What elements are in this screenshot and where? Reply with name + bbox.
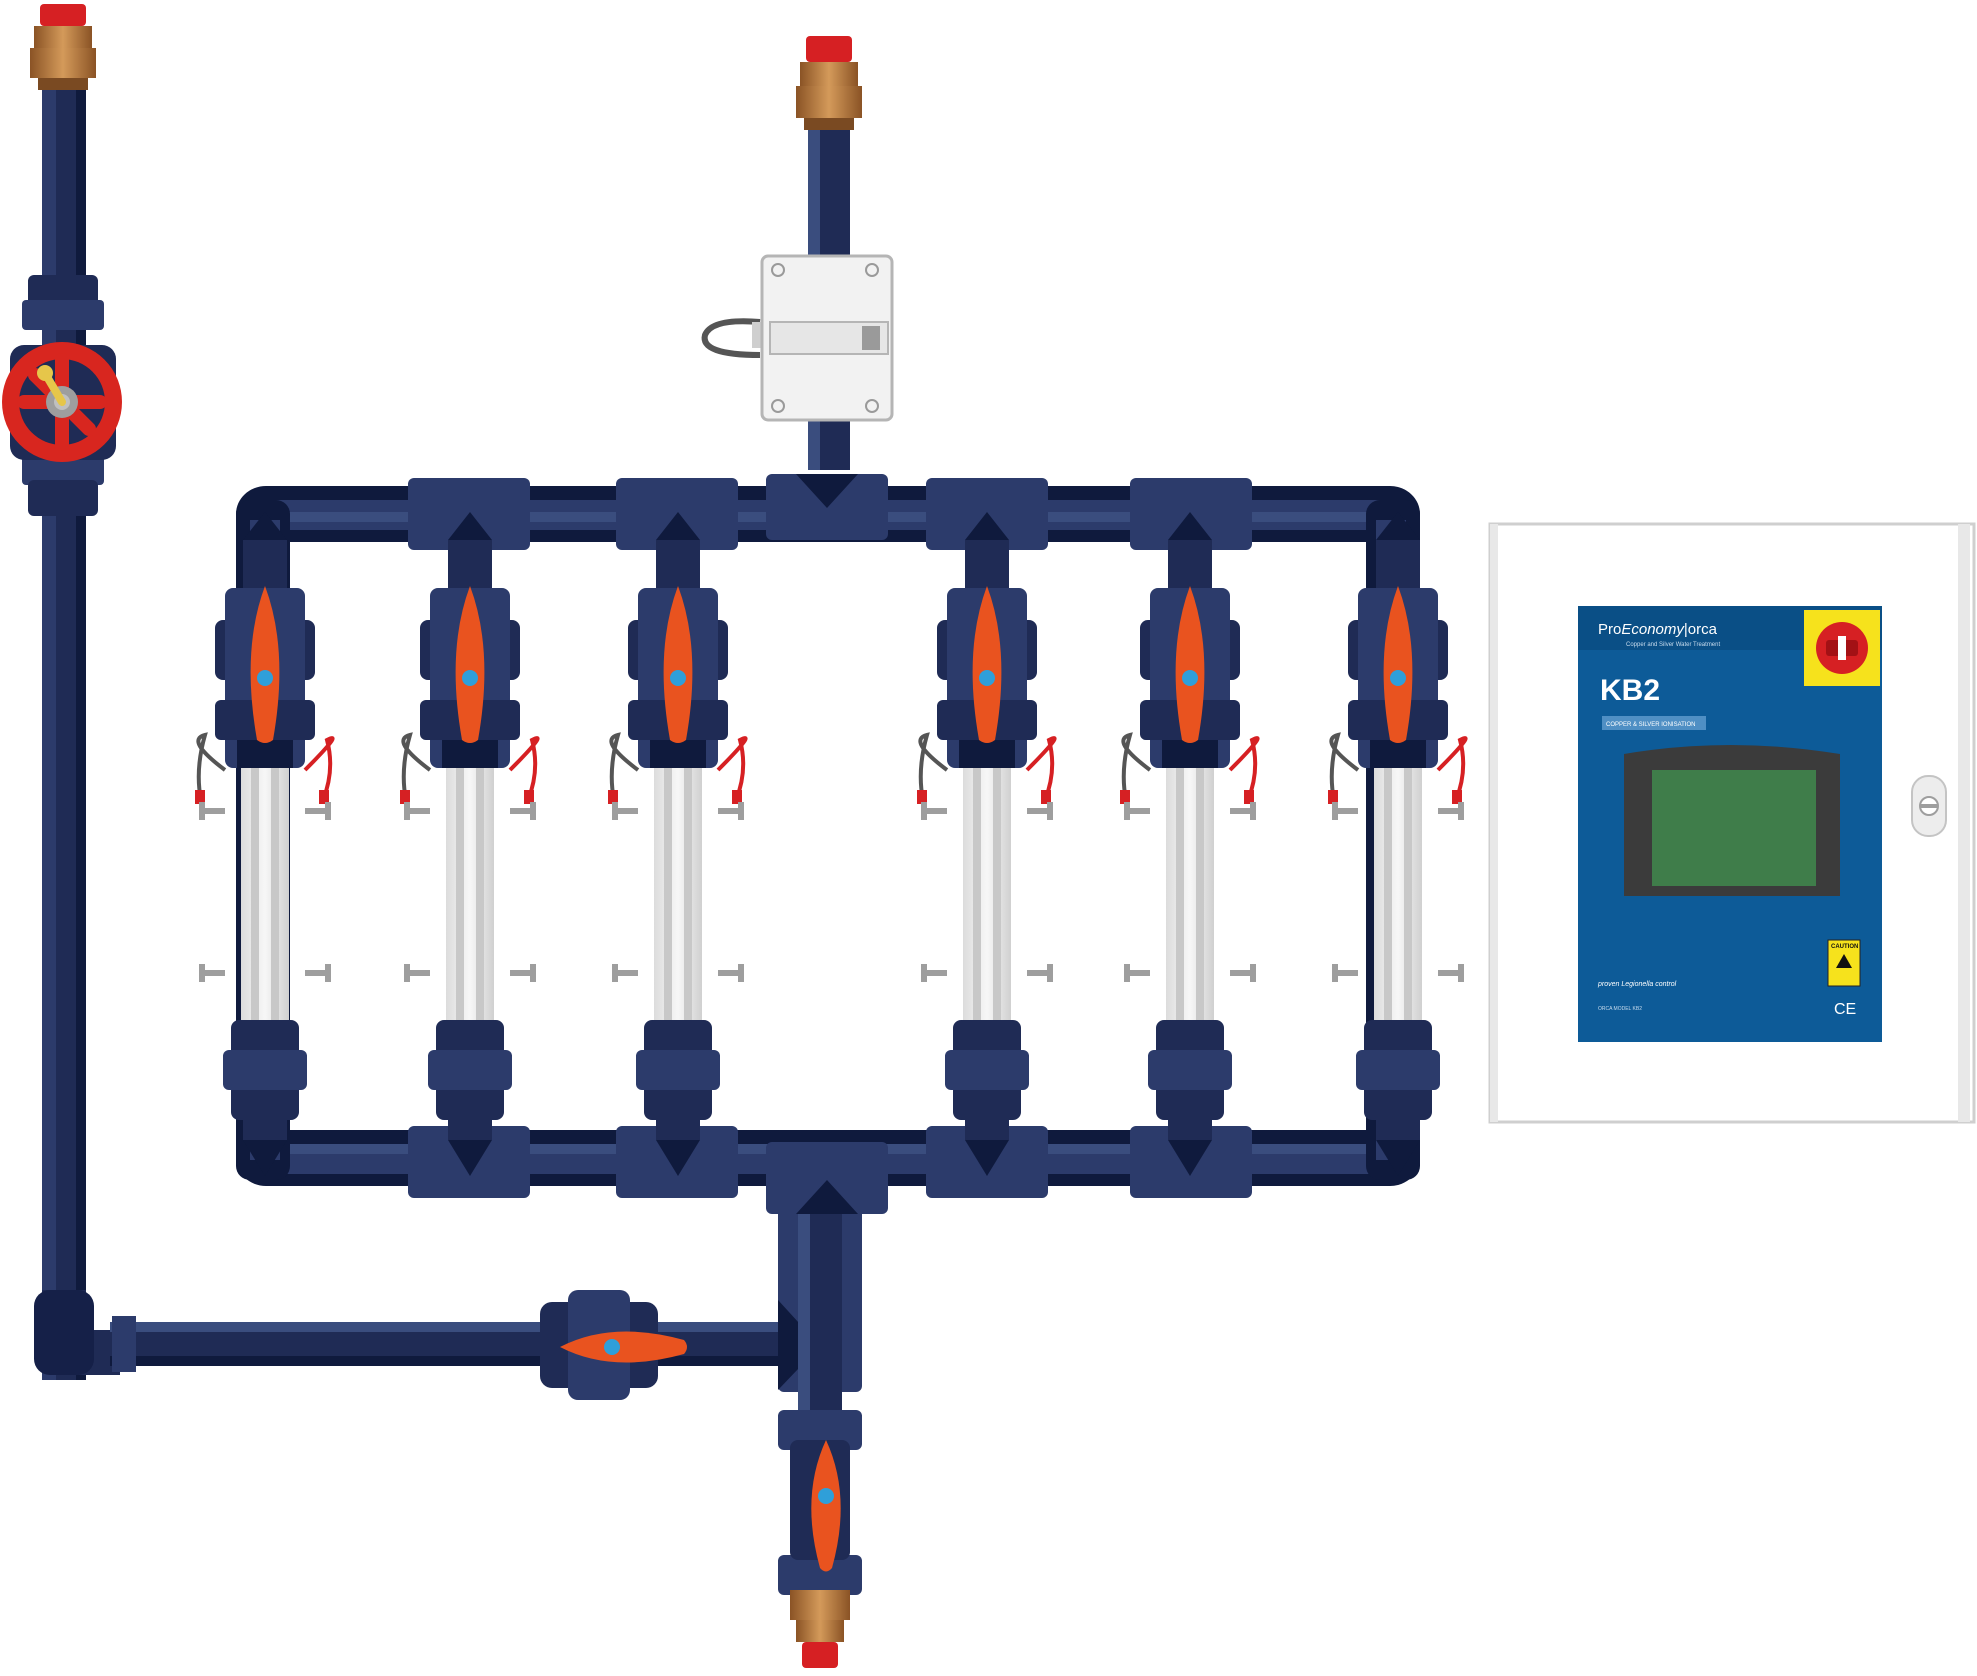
- cable: [1228, 736, 1260, 801]
- cable: [609, 732, 640, 801]
- tagline: COPPER & SILVER IONISATION: [1606, 722, 1695, 728]
- cable: [716, 736, 748, 801]
- cable: [508, 736, 540, 801]
- cable: [918, 732, 949, 801]
- ball-valve-icon[interactable]: [1383, 586, 1413, 743]
- cell-assembly: [608, 512, 748, 1176]
- ball-valve-icon[interactable]: [250, 586, 280, 743]
- cable: [401, 732, 432, 801]
- cell-tube: [654, 768, 702, 1020]
- cell-tube: [1166, 768, 1214, 1020]
- cell-tube: [1374, 768, 1422, 1020]
- cell-assembly: [1328, 512, 1468, 1176]
- gate-valve-wheel-icon[interactable]: [2, 342, 122, 462]
- ball-valve-icon[interactable]: [972, 586, 1002, 743]
- bottom-script: proven Legionella control: [1597, 981, 1677, 988]
- flow-switch-icon: [701, 254, 894, 422]
- cell-tube: [963, 768, 1011, 1020]
- ionisation-cells: [195, 512, 1468, 1176]
- cable: [1025, 736, 1057, 801]
- cell-tube: [446, 768, 494, 1020]
- ball-valve-icon[interactable]: [790, 1440, 850, 1572]
- lock-icon[interactable]: [1911, 775, 1947, 837]
- cell-assembly: [917, 512, 1057, 1176]
- left-riser-pipe: [22, 4, 104, 1380]
- tee-shading: [796, 474, 858, 1214]
- red-cap: [40, 4, 86, 26]
- brand-subtitle: Copper and Silver Water Treatment: [1626, 642, 1720, 648]
- model-name: KB2: [1600, 674, 1660, 707]
- ball-valve-icon[interactable]: [540, 1290, 687, 1400]
- outlet-drop-pipe: [778, 1192, 862, 1668]
- cable: [1436, 736, 1468, 801]
- control-cabinet: ProEconomy|orca Copper and Silver Water …: [1488, 522, 1976, 1124]
- cell-assembly: [195, 512, 335, 1176]
- brass-fitting: [34, 26, 92, 48]
- cell-tube: [241, 768, 289, 1020]
- cable: [196, 732, 227, 801]
- display-screen: [1624, 745, 1840, 896]
- manifold-tees: [408, 474, 1252, 1214]
- cable: [1329, 732, 1360, 801]
- ce-mark: CE: [1834, 1001, 1856, 1018]
- cable: [303, 736, 335, 801]
- caution-label: CAUTION: [1831, 944, 1858, 950]
- cable: [1121, 732, 1152, 801]
- ball-valve-icon[interactable]: [663, 586, 693, 743]
- warning-icon: CAUTION: [1827, 939, 1861, 987]
- isolator-switch-icon[interactable]: [1804, 610, 1880, 686]
- bottom-feed-pipe: [34, 1290, 810, 1375]
- ball-valve-icon[interactable]: [455, 586, 485, 743]
- cell-assembly: [400, 512, 540, 1176]
- brand-logo: ProEconomy|orca: [1598, 621, 1718, 638]
- model-line: ORCA MODEL KB2: [1598, 1006, 1642, 1012]
- cell-assembly: [1120, 512, 1260, 1176]
- ball-valve-icon[interactable]: [1175, 586, 1205, 743]
